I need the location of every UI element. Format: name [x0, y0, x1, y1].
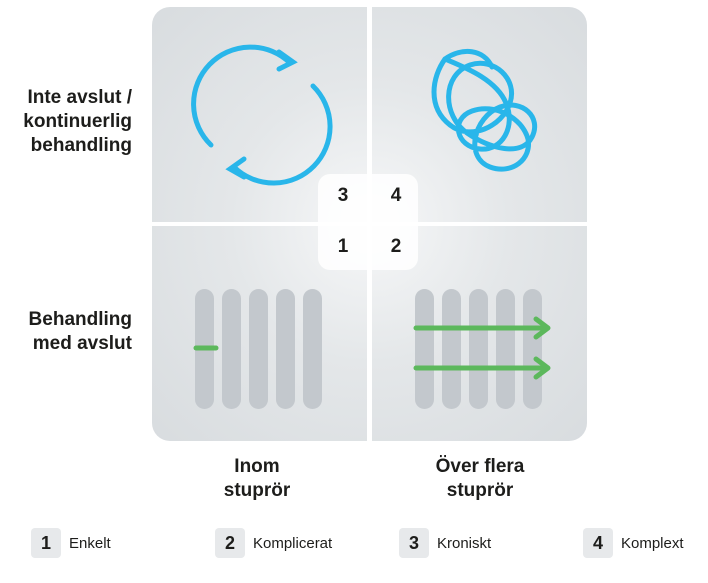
center-badge: [318, 174, 418, 270]
quadrant-simple: [152, 226, 367, 441]
legend-label: Enkelt: [69, 534, 111, 552]
legend-item-chronic: 3 Kroniskt: [399, 528, 491, 558]
legend-item-complicated: 2 Komplicerat: [215, 528, 332, 558]
legend-number: 1: [31, 528, 61, 558]
column-label-across-silos: Över flera stuprör: [435, 456, 525, 501]
row-label-with-end: Behandling med avslut: [28, 309, 132, 354]
quadrant-number-1: 1: [337, 236, 349, 257]
legend-label: Komplicerat: [253, 534, 333, 552]
cross-silo-arrows-icon: [413, 289, 551, 409]
legend-item-complex: 4 Komplext: [583, 528, 684, 558]
legend-item-simple: 1 Enkelt: [31, 528, 111, 558]
quadrant-number-3: 3: [337, 185, 349, 206]
circular-arrows-icon: [191, 44, 333, 186]
legend-number: 4: [583, 528, 613, 558]
quadrant-number-2: 2: [390, 236, 402, 257]
row-label-continuous: Inte avslut / kontinuerlig behandling: [23, 87, 132, 156]
legend-number: 2: [215, 528, 245, 558]
single-silo-line-icon: [193, 289, 322, 409]
legend-number: 3: [399, 528, 429, 558]
legend-label: Komplext: [621, 534, 684, 552]
legend-label: Kroniskt: [437, 534, 492, 552]
quadrant-number-4: 4: [390, 185, 402, 206]
column-label-within-silo: Inom stuprör: [223, 456, 291, 501]
quadrant-chronic: [152, 7, 367, 222]
tangled-loop-icon: [431, 49, 538, 172]
